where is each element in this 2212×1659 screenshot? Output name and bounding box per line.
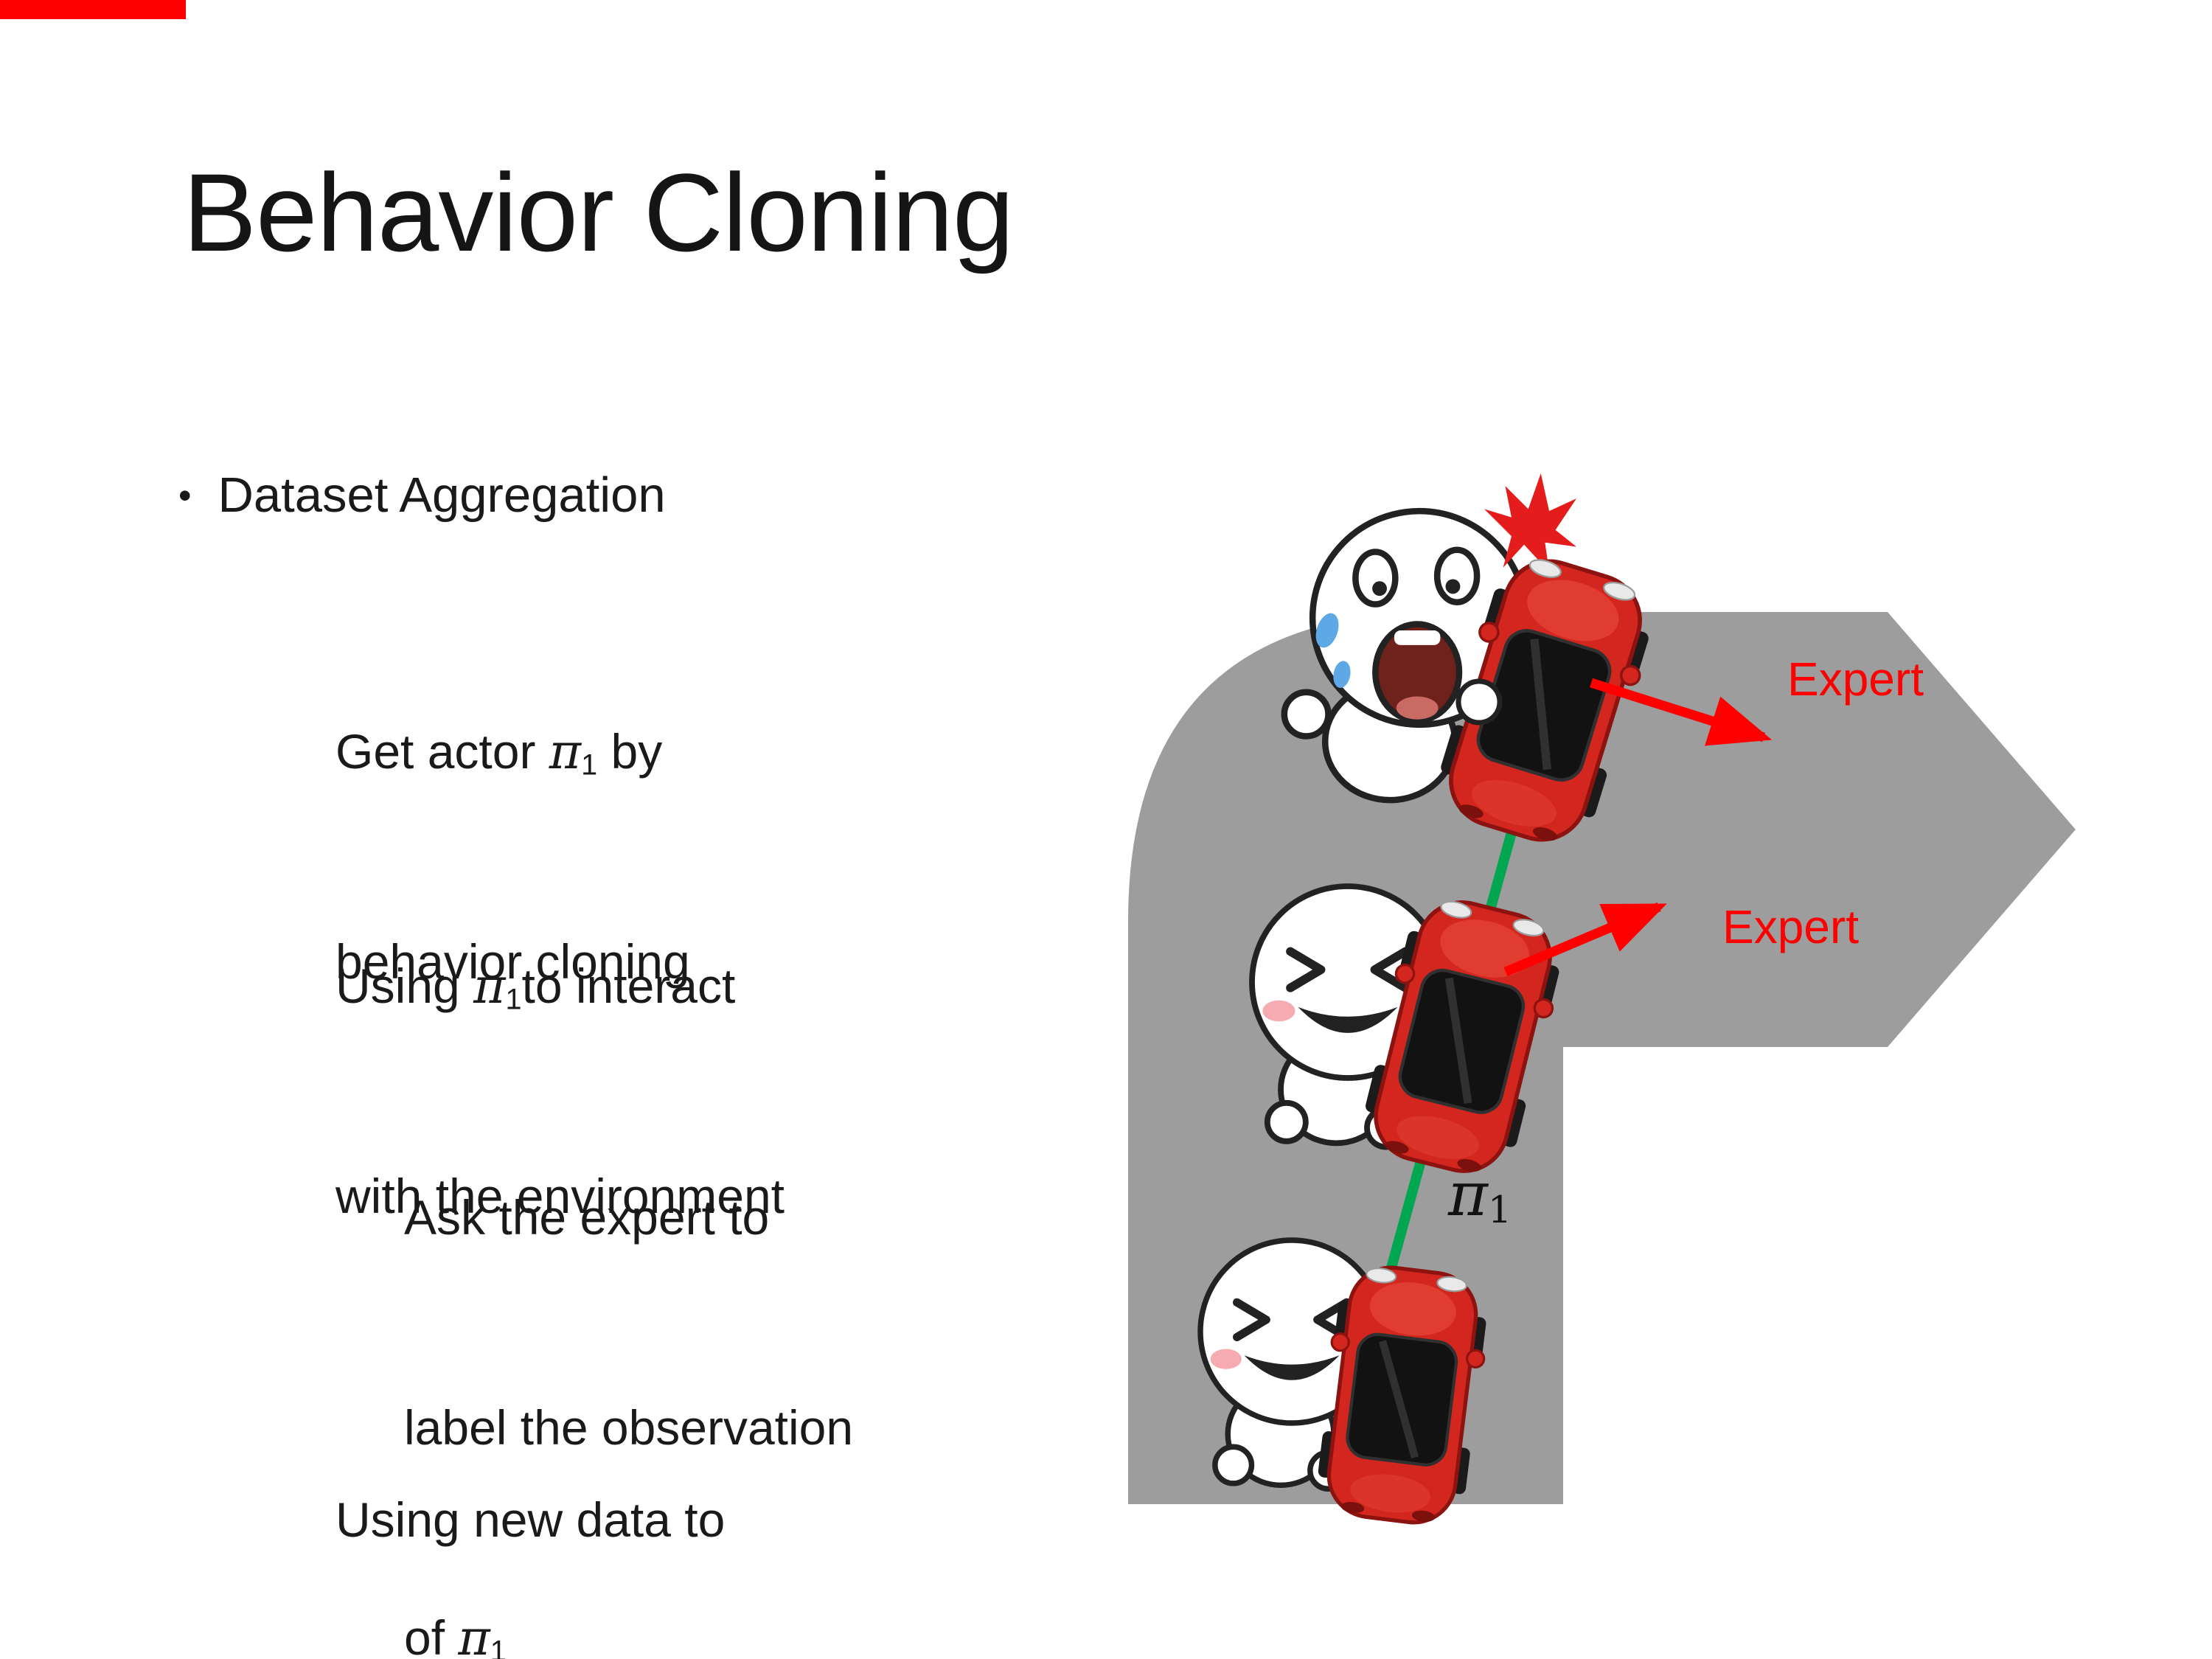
bullet-label: Dataset Aggregation bbox=[218, 467, 666, 523]
expert-label-mid: Expert bbox=[1722, 900, 1859, 953]
expert-label-top: Expert bbox=[1787, 653, 1924, 706]
step-ask-expert: Ask the expert to label the observation … bbox=[404, 1043, 853, 1659]
expert-arrow-top bbox=[1590, 678, 1773, 746]
step-interact: Using π1to interact with the environment bbox=[335, 811, 785, 1371]
pi-symbol: π bbox=[473, 958, 506, 1015]
step-get-actor: Get actor π1 by behavior cloning bbox=[335, 577, 690, 1137]
step-interact-line1: Using π1to interact bbox=[335, 958, 736, 1016]
step-ask-expert-line3: of π1 bbox=[404, 1603, 853, 1659]
step-train-pi2: Using new data to train π2 bbox=[335, 1345, 725, 1659]
pi-symbol: π bbox=[458, 1610, 490, 1659]
slide-title: Behavior Cloning bbox=[183, 150, 1014, 274]
pi-symbol: π bbox=[1448, 1160, 1488, 1230]
step-ask-expert-line2: label the observation bbox=[404, 1400, 854, 1455]
pi-symbol: π bbox=[549, 723, 582, 781]
pi1-trajectory-label: π1 bbox=[1448, 1160, 1512, 1232]
bullet-dataset-aggregation: • Dataset Aggregation bbox=[178, 466, 666, 525]
step-train-pi2-line1: Using new data to bbox=[335, 1492, 726, 1548]
step-get-actor-line2: behavior cloning bbox=[335, 934, 690, 990]
expert-arrow-middle bbox=[1503, 902, 1667, 976]
character-hand-icon bbox=[1455, 678, 1503, 726]
bullet-marker: • bbox=[178, 475, 192, 516]
step-get-actor-line1: Get actor π1 by bbox=[335, 723, 663, 782]
step-ask-expert-line1: Ask the expert to bbox=[404, 1190, 770, 1245]
top-left-red-strip bbox=[0, 0, 186, 19]
step-interact-line2: with the environment bbox=[335, 1169, 785, 1224]
